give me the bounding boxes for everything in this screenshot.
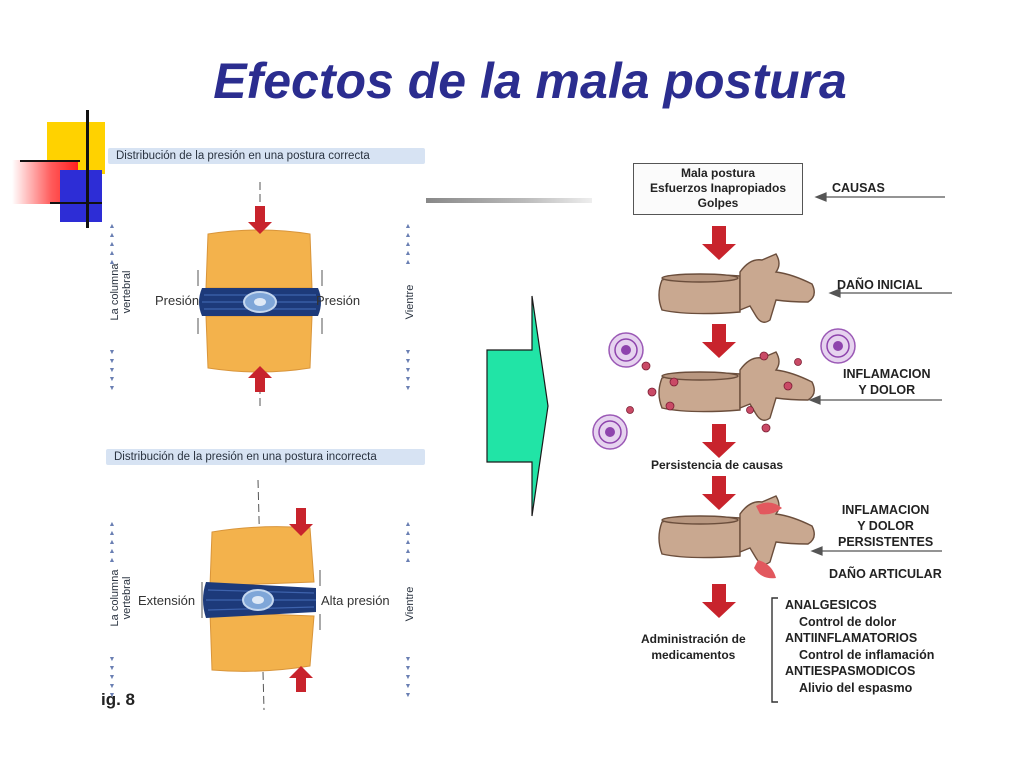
label-medication-admin: Administración de medicamentos <box>641 632 746 662</box>
med-antiinflammatory-desc: Control de inflamación <box>799 647 935 662</box>
causes-box: Mala postura Esfuerzos Inapropiados Golp… <box>633 163 803 215</box>
tick-column-left-correct: ▲▲▲▲▲▼▼▼▼▼ <box>108 223 116 392</box>
label-persistence: Persistencia de causas <box>651 458 784 472</box>
med-analgesics-desc: Control de dolor <box>799 614 897 629</box>
gray-divider-line <box>426 198 592 203</box>
vertebra-persistent <box>658 495 815 565</box>
label-high-pressure-incorrect: Alta presión <box>321 593 390 608</box>
label-joint-damage: DAÑO ARTICULAR <box>829 567 942 581</box>
tick-column-left-incorrect: ▲▲▲▲▲▼▼▼▼▼ <box>108 521 116 699</box>
med-antiinflammatory: ANTIINFLAMATORIOS <box>785 631 918 646</box>
disc-diagram-incorrect <box>201 479 321 711</box>
med-antispasmodic: ANTIESPASMODICOS <box>785 664 916 679</box>
tick-column-right-correct: ▲▲▲▲▲▼▼▼▼▼ <box>404 223 412 392</box>
disc-diagram-correct <box>197 182 323 410</box>
tick-column-right-incorrect: ▲▲▲▲▲▼▼▼▼▼ <box>404 521 412 699</box>
vertebra-inflamed <box>658 351 815 421</box>
header-correct-posture: Distribución de la presión en una postur… <box>108 148 425 164</box>
vertebra-initial <box>658 253 815 323</box>
label-pressure-left-correct: Presión <box>155 293 200 308</box>
med-antispasmodic-desc: Alivio del espasmo <box>799 680 913 695</box>
cause-line-1: Mala postura <box>680 166 755 180</box>
black-horizontal-line <box>50 202 102 204</box>
label-inflammation-pain: INFLAMACION Y DOLOR <box>843 367 931 397</box>
flow-arrow-right <box>486 295 549 517</box>
label-causes: CAUSAS <box>832 181 885 195</box>
label-pressure-right-correct: Presión <box>316 293 361 308</box>
med-analgesics: ANALGESICOS <box>785 598 877 612</box>
figure-label: ig. 8 <box>101 690 136 709</box>
label-initial-damage: DAÑO INICIAL <box>837 278 923 292</box>
blue-square <box>60 170 102 222</box>
inflammation-cells <box>592 328 856 450</box>
cause-line-2: Esfuerzos Inapropiados <box>649 181 787 195</box>
corner-ornament <box>0 100 130 240</box>
cause-line-3: Golpes <box>697 196 739 210</box>
medication-list: ANALGESICOS Control de dolor ANTIINFLAMA… <box>785 597 934 697</box>
label-extension-incorrect: Extensión <box>138 593 196 608</box>
slide-title: Efectos de la mala postura <box>213 53 847 109</box>
black-horizontal-line-2 <box>20 160 80 162</box>
label-inflammation-persistent: INFLAMACION Y DOLOR PERSISTENTES <box>838 503 934 549</box>
black-vertical-line <box>86 110 89 228</box>
right-panel-graphics <box>592 192 952 703</box>
header-incorrect-posture: Distribución de la presión en una postur… <box>106 449 425 465</box>
